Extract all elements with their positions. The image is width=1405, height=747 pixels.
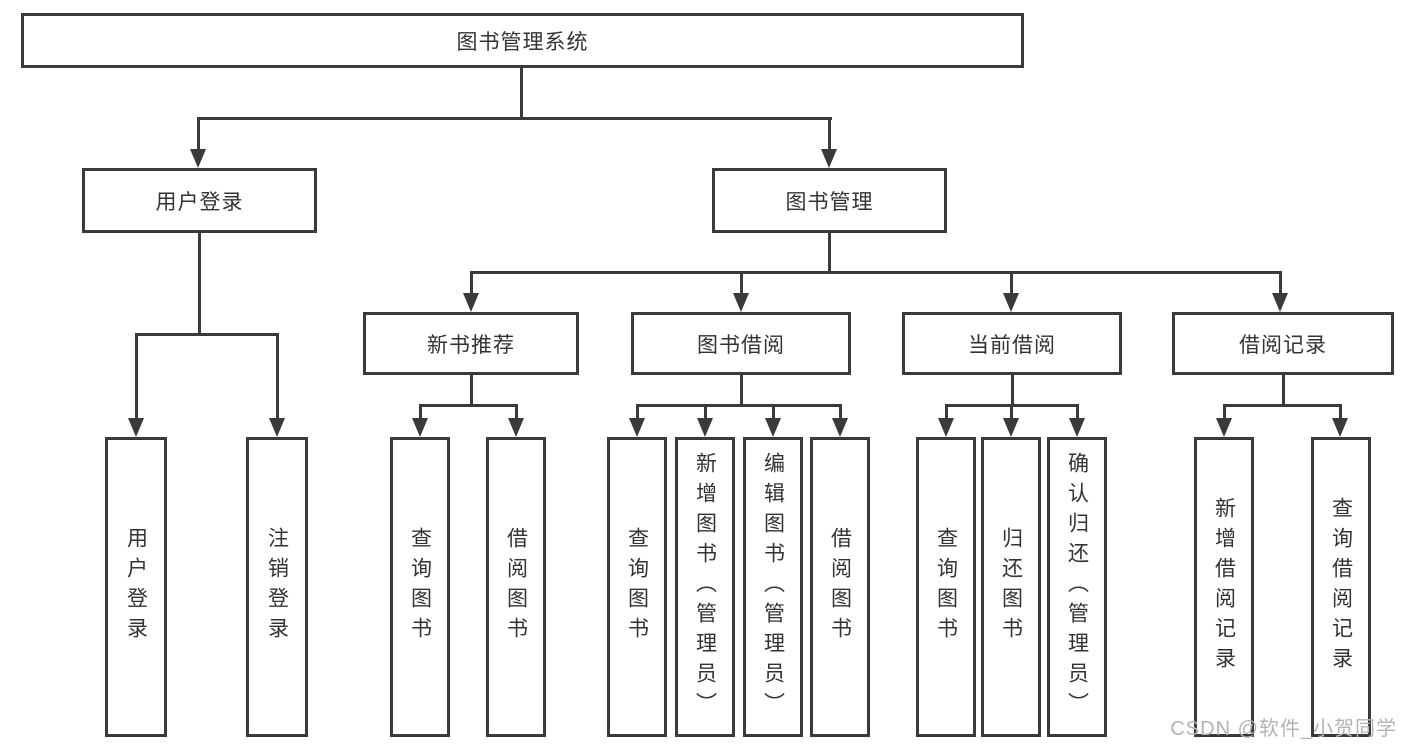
leaf-user-login-label: 用户登录 bbox=[124, 527, 148, 647]
connector-drop-leaf bbox=[839, 404, 842, 418]
leaf-nb-query-books: 查询图书 bbox=[390, 437, 450, 737]
node-current-borrowing-label: 当前借阅 bbox=[968, 333, 1056, 357]
connector-drop-leaf bbox=[1339, 404, 1342, 418]
connector-group1-crossbar bbox=[419, 404, 518, 407]
arrow-down-icon bbox=[1003, 418, 1019, 437]
node-book-management: 图书管理 bbox=[712, 168, 947, 233]
connector-drop-leaf bbox=[636, 404, 639, 418]
node-user-login: 用户登录 bbox=[82, 168, 317, 233]
leaf-user-login: 用户登录 bbox=[105, 437, 167, 737]
leaf-nb-borrow-books: 借阅图书 bbox=[486, 437, 546, 737]
connector-root-stem bbox=[520, 68, 523, 120]
node-borrowing-records-label: 借阅记录 bbox=[1239, 333, 1327, 357]
node-book-borrowing-label: 图书借阅 bbox=[697, 333, 785, 357]
connector-group3-stem bbox=[1011, 375, 1014, 407]
node-current-borrowing: 当前借阅 bbox=[902, 312, 1122, 375]
leaf-cb-confirm-return-admin: 确认归还（管理员） bbox=[1047, 437, 1107, 737]
leaf-bb-query-books-label: 查询图书 bbox=[625, 527, 649, 647]
connector-drop-group bbox=[1010, 271, 1013, 294]
connector-group2-crossbar bbox=[636, 404, 841, 407]
connector-group2-stem bbox=[740, 375, 743, 407]
leaf-bb-edit-books-admin: 编辑图书（管理员） bbox=[743, 437, 803, 737]
leaf-logout-label: 注销登录 bbox=[265, 527, 289, 647]
connector-drop-leaf bbox=[276, 333, 279, 418]
node-root: 图书管理系统 bbox=[21, 13, 1024, 68]
connector-drop-leaf bbox=[945, 404, 948, 418]
leaf-br-add-record: 新增借阅记录 bbox=[1194, 437, 1254, 737]
leaf-nb-query-books-label: 查询图书 bbox=[408, 527, 432, 647]
leaf-bb-add-books-admin-label: 新增图书（管理员） bbox=[693, 452, 717, 722]
node-borrowing-records: 借阅记录 bbox=[1172, 312, 1394, 375]
connector-drop-leaf bbox=[1010, 404, 1013, 418]
leaf-cb-confirm-return-admin-label: 确认归还（管理员） bbox=[1065, 452, 1089, 722]
arrow-down-icon bbox=[1332, 418, 1348, 437]
node-book-management-label: 图书管理 bbox=[785, 190, 874, 214]
arrow-down-icon bbox=[1069, 418, 1085, 437]
connector-group1-stem bbox=[470, 375, 473, 407]
arrow-down-icon bbox=[1272, 293, 1288, 312]
node-user-login-label: 用户登录 bbox=[155, 190, 244, 214]
node-new-book-recommendation-label: 新书推荐 bbox=[427, 333, 515, 357]
arrow-down-icon bbox=[765, 418, 781, 437]
arrow-down-icon bbox=[1216, 418, 1232, 437]
arrow-down-icon bbox=[697, 418, 713, 437]
connector-drop-user-login bbox=[197, 117, 200, 150]
leaf-logout: 注销登录 bbox=[246, 437, 308, 737]
arrow-down-icon bbox=[269, 418, 285, 437]
connector-user-login-stem bbox=[198, 233, 201, 336]
leaf-bb-borrow-books: 借阅图书 bbox=[810, 437, 870, 737]
connector-group4-crossbar bbox=[1223, 404, 1342, 407]
leaf-cb-return-books: 归还图书 bbox=[981, 437, 1041, 737]
leaf-nb-borrow-books-label: 借阅图书 bbox=[504, 527, 528, 647]
arrow-down-icon bbox=[821, 149, 837, 168]
connector-drop-group bbox=[470, 271, 473, 294]
leaf-br-query-record: 查询借阅记录 bbox=[1311, 437, 1371, 737]
arrow-down-icon bbox=[190, 149, 206, 168]
arrow-down-icon bbox=[1003, 293, 1019, 312]
watermark: CSDN @软件_小贺同学 bbox=[1170, 718, 1397, 740]
arrow-down-icon bbox=[832, 418, 848, 437]
connector-drop-leaf bbox=[515, 404, 518, 418]
arrow-down-icon bbox=[733, 293, 749, 312]
connector-group4-stem bbox=[1282, 375, 1285, 407]
connector-user-login-crossbar bbox=[135, 333, 279, 336]
connector-drop-leaf bbox=[772, 404, 775, 418]
arrow-down-icon bbox=[938, 418, 954, 437]
leaf-bb-edit-books-admin-label: 编辑图书（管理员） bbox=[761, 452, 785, 722]
leaf-br-query-record-label: 查询借阅记录 bbox=[1329, 497, 1353, 677]
connector-book-management-stem bbox=[828, 233, 831, 273]
arrow-down-icon bbox=[128, 418, 144, 437]
connector-drop-leaf bbox=[1223, 404, 1226, 418]
leaf-bb-borrow-books-label: 借阅图书 bbox=[828, 527, 852, 647]
leaf-bb-add-books-admin: 新增图书（管理员） bbox=[675, 437, 735, 737]
connector-drop-leaf bbox=[135, 333, 138, 418]
connector-drop-leaf bbox=[1076, 404, 1079, 418]
connector-drop-group bbox=[1279, 271, 1282, 294]
arrow-down-icon bbox=[412, 418, 428, 437]
arrow-down-icon bbox=[629, 418, 645, 437]
node-new-book-recommendation: 新书推荐 bbox=[363, 312, 579, 375]
leaf-cb-query-books-label: 查询图书 bbox=[934, 527, 958, 647]
leaf-br-add-record-label: 新增借阅记录 bbox=[1212, 497, 1236, 677]
connector-drop-leaf bbox=[419, 404, 422, 418]
arrow-down-icon bbox=[508, 418, 524, 437]
leaf-cb-query-books: 查询图书 bbox=[916, 437, 976, 737]
node-root-label: 图书管理系统 bbox=[456, 30, 589, 54]
connector-book-management-crossbar bbox=[470, 271, 1282, 274]
connector-drop-book-management bbox=[828, 117, 831, 150]
arrow-down-icon bbox=[463, 293, 479, 312]
connector-drop-leaf bbox=[704, 404, 707, 418]
leaf-bb-query-books: 查询图书 bbox=[607, 437, 667, 737]
connector-root-crossbar bbox=[197, 117, 832, 120]
node-book-borrowing: 图书借阅 bbox=[631, 312, 851, 375]
connector-drop-group bbox=[740, 271, 743, 294]
leaf-cb-return-books-label: 归还图书 bbox=[999, 527, 1023, 647]
